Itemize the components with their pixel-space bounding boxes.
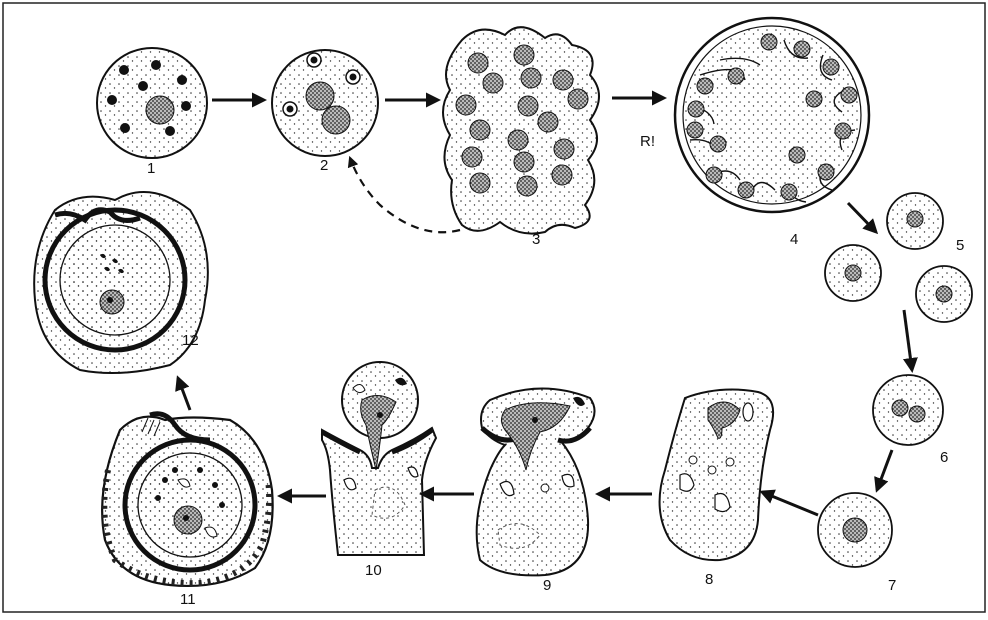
stage-label-6: 6 — [940, 449, 948, 466]
stage-label-4: 4 — [790, 231, 798, 248]
stage-label-9: 9 — [543, 577, 551, 594]
stage-label-11: 11 — [180, 591, 196, 608]
stage-label-8: 8 — [705, 571, 713, 588]
stage-6-cell — [873, 375, 943, 445]
stage-7-cell — [818, 493, 892, 567]
stage-3-plasmodium — [443, 27, 599, 233]
stage-label-1: 1 — [147, 160, 155, 177]
stage-2-cell — [272, 50, 378, 156]
stage-label-12: 12 — [182, 332, 199, 349]
stage-label-3: 3 — [532, 231, 540, 248]
stage-label-10: 10 — [365, 562, 382, 579]
stage-label-2: 2 — [320, 157, 328, 174]
stage-label-7: 7 — [888, 577, 896, 594]
stage-4-sporangium — [675, 18, 869, 212]
annotation-r: R! — [640, 133, 655, 150]
stage-9-cell — [477, 388, 595, 575]
stage-11-cyst — [102, 414, 272, 586]
stage-1-cell — [97, 48, 207, 158]
stage-label-5: 5 — [956, 237, 964, 254]
